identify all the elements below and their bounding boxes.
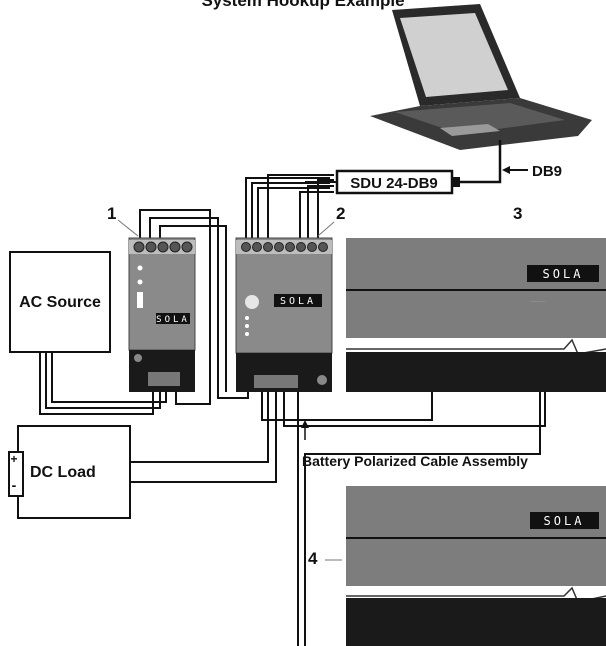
db9-label: DB9 xyxy=(532,163,562,180)
unit-1-logo: SOLA xyxy=(156,315,190,325)
unit-4-logo: SOLA xyxy=(544,514,585,528)
db9-cable xyxy=(460,140,502,184)
sdu-cable-label: SDU 24-DB9 xyxy=(350,175,438,192)
sdu-data-cable xyxy=(245,174,337,238)
battery-cable-label: Battery Polarized Cable Assembly xyxy=(302,453,528,469)
svg-text:+: + xyxy=(10,452,17,466)
ac-source-box xyxy=(9,251,111,353)
unit-3-logo: SOLA xyxy=(543,267,584,281)
battery-module-4: SOLA xyxy=(346,486,606,646)
unit-2-logo: SOLA xyxy=(280,296,316,307)
svg-text:-: - xyxy=(12,477,17,493)
power-supply-module-1: SOLA xyxy=(128,237,196,392)
unit-2-number: 2 xyxy=(336,204,345,223)
dc-load-terminal xyxy=(8,451,24,497)
diagram-title: System Hookup Example xyxy=(201,0,404,10)
svg-text:..........: .......... xyxy=(530,298,546,304)
wiring xyxy=(39,209,546,646)
dc-load-label: DC Load xyxy=(30,464,96,481)
dc-ups-module-2: SOLA xyxy=(235,237,333,392)
unit-3-number: 3 xyxy=(513,204,522,223)
unit-1-number: 1 xyxy=(107,204,116,223)
unit-4-number: 4 xyxy=(308,549,318,568)
ac-source-label: AC Source xyxy=(19,294,101,311)
battery-module-3: SOLA .......... xyxy=(346,238,606,392)
laptop-icon xyxy=(370,4,592,150)
